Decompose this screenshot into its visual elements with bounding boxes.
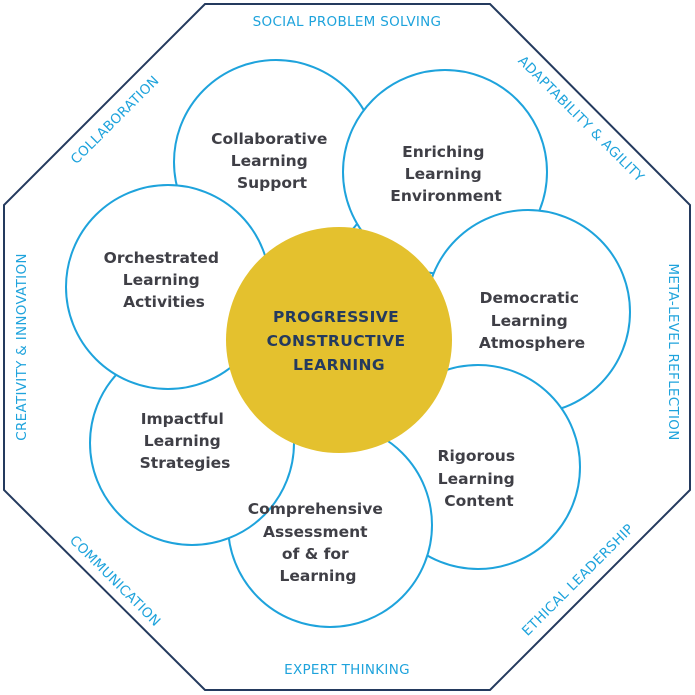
center-line-3: LEARNING [293,356,385,374]
petal-label-comprehensive: Comprehensive Assessment of & for Learni… [248,500,389,585]
edge-label-social-problem-solving: SOCIAL PROBLEM SOLVING [253,14,442,30]
edge-label-expert-thinking: EXPERT THINKING [284,662,410,678]
center-circle [226,227,452,453]
petal-label-orchestrated: Orchestrated Learning Activities [104,249,225,311]
center-line-1: PROGRESSIVE [273,308,399,326]
center-title: PROGRESSIVE CONSTRUCTIVE LEARNING [267,308,412,374]
petal-label-democratic: Democratic Learning Atmosphere [479,289,585,352]
petal-label-rigorous: Rigorous Learning Content [438,447,521,510]
petal-label-collaborative: Collaborative Learning Support [211,130,333,192]
petal-label-impactful: Impactful Learning Strategies [140,410,231,472]
edge-label-meta-level-reflection: META-LEVEL REFLECTION [665,263,681,440]
edge-label-creativity-innovation: CREATIVITY & INNOVATION [14,253,30,441]
petal-label-enriching: Enriching Learning Environment [390,143,502,205]
center-line-2: CONSTRUCTIVE [267,332,406,350]
